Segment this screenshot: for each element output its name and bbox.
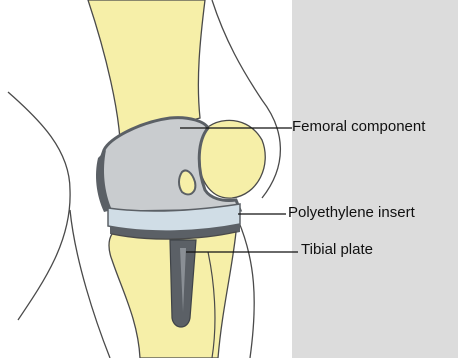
femoral-condyle-bone bbox=[198, 120, 266, 198]
label-femoral-component: Femoral component bbox=[292, 119, 425, 135]
label-polyethylene-insert: Polyethylene insert bbox=[288, 205, 415, 221]
label-tibial-plate: Tibial plate bbox=[301, 242, 373, 258]
